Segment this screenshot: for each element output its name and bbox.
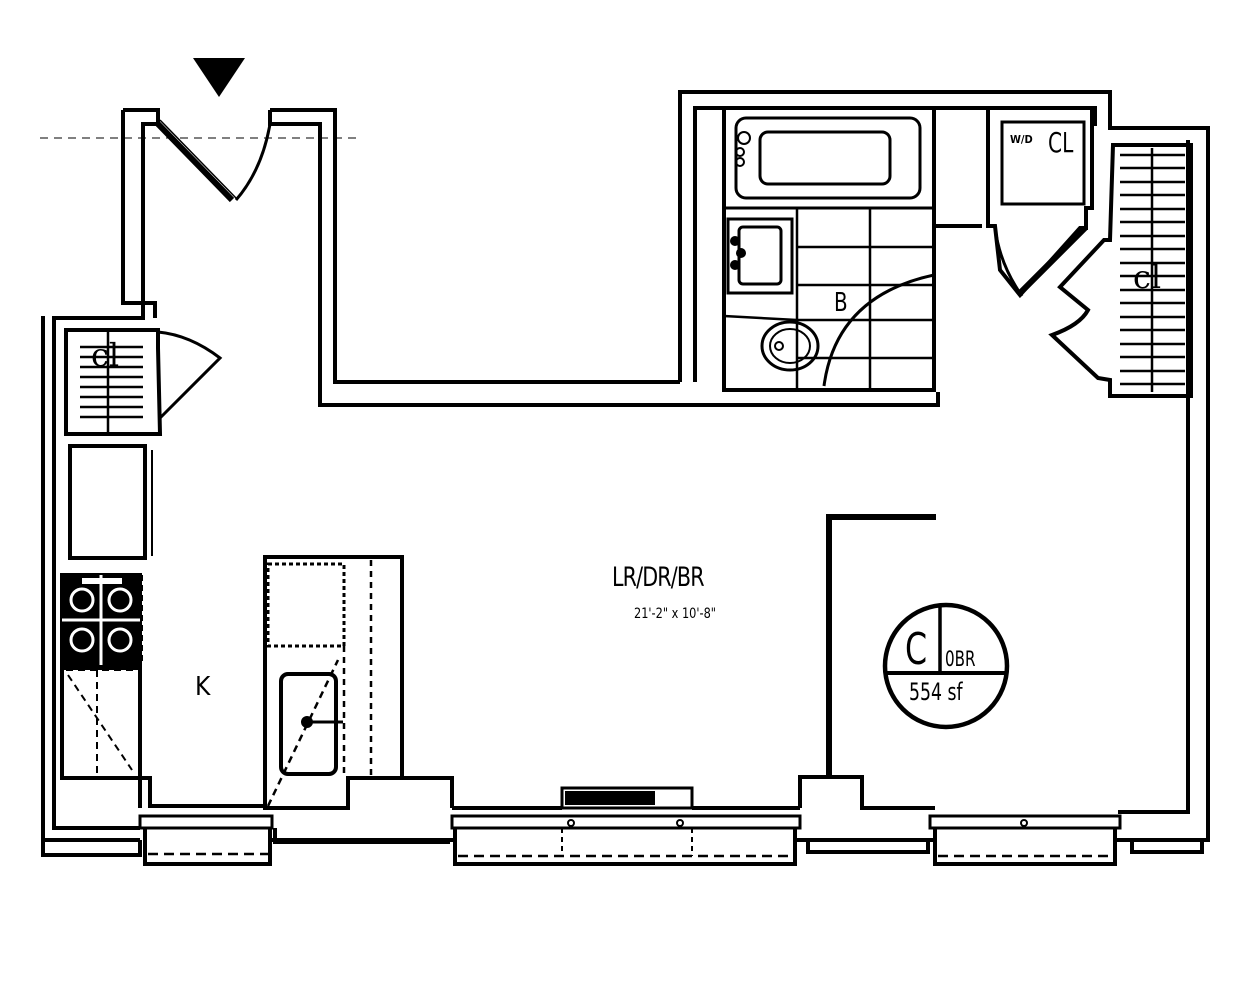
ptac-unit <box>560 786 694 810</box>
toilet <box>760 320 820 372</box>
entry-arrow-icon <box>193 58 245 97</box>
room-label-main: LR/DR/BR <box>612 562 705 593</box>
unit-area: 554 sf <box>909 678 963 706</box>
unit-badge <box>882 602 1010 730</box>
kitchen-sink <box>279 672 338 776</box>
window-wall <box>41 786 1208 866</box>
unit-type: 0BR <box>945 647 976 671</box>
bathtub <box>734 116 922 200</box>
closet-label-wd: CL <box>1048 126 1074 159</box>
closet-left <box>64 328 223 436</box>
room-label-kitchen: K <box>195 672 211 702</box>
partition-wall <box>826 514 936 777</box>
room-label-bathroom: B <box>834 288 848 318</box>
bathroom-sink <box>726 217 794 295</box>
kitchen-wall <box>138 776 265 808</box>
unit-letter: C <box>905 624 928 675</box>
dishwasher <box>60 666 142 780</box>
washer-dryer <box>1000 120 1086 206</box>
wd-label: W/D <box>1010 133 1033 146</box>
kitchen-island <box>263 555 404 810</box>
closet-label-right: cl <box>1133 258 1162 296</box>
closet-right <box>1048 143 1193 398</box>
entry-corridor <box>40 108 940 830</box>
closet-label-left: cl <box>91 336 120 374</box>
refrigerator <box>68 444 153 560</box>
stove <box>60 573 143 667</box>
wd-closet <box>986 106 1094 299</box>
bathroom <box>722 106 982 392</box>
room-dimensions-main: 21'-2" x 10'-8" <box>634 606 716 622</box>
